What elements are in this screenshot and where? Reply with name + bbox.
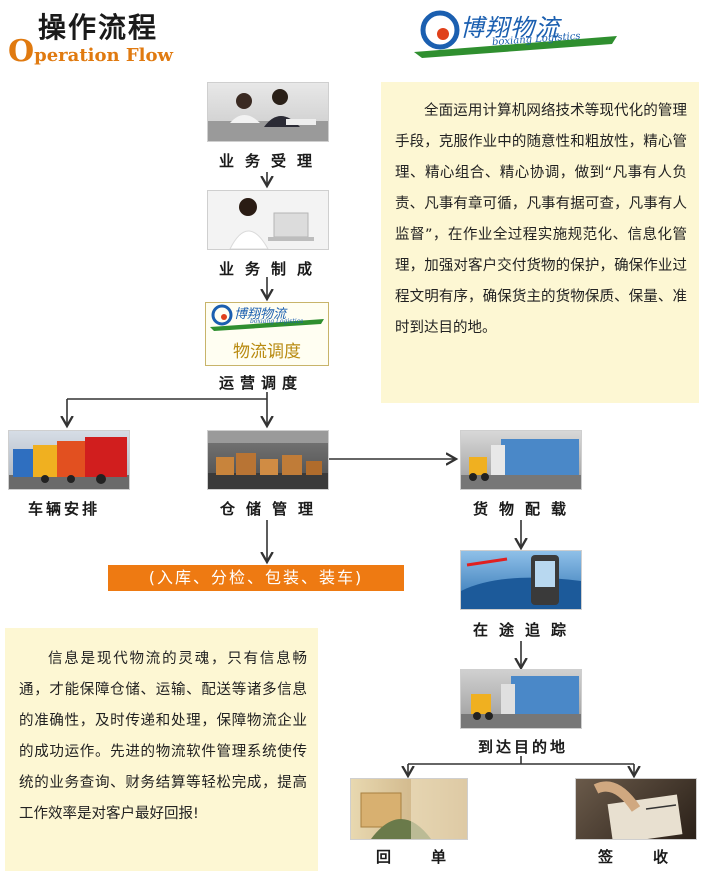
photo-business-make bbox=[207, 190, 329, 250]
card-logo-text: 博翔物流 bbox=[234, 307, 287, 322]
label-business-make: 业务制成 bbox=[219, 260, 324, 278]
photo-arrival bbox=[460, 669, 582, 729]
storage-operations-bar: (入库、分检、包装、装车) bbox=[108, 565, 404, 591]
label-storage: 仓储管理 bbox=[220, 500, 325, 518]
subtitle-initial: O bbox=[8, 34, 35, 69]
label-business-accept: 业务受理 bbox=[219, 152, 324, 170]
photo-vehicle bbox=[8, 430, 130, 490]
card-logo-en-text: boxiang Logistics bbox=[250, 318, 304, 325]
company-logo: 博翔物流 boxiang Logistics bbox=[412, 8, 622, 58]
page-title: 操作流程 bbox=[38, 11, 159, 44]
photo-tracking bbox=[460, 550, 582, 610]
label-vehicle: 车辆安排 bbox=[28, 500, 101, 518]
page-subtitle: Operation Flow bbox=[8, 34, 173, 69]
photo-receipt bbox=[350, 778, 468, 840]
subtitle-rest: peration Flow bbox=[34, 45, 173, 66]
label-dispatch: 运营调度 bbox=[219, 374, 304, 392]
photo-sign bbox=[575, 778, 697, 840]
info-top-text: 全面运用计算机网络技术等现代化的管理手段，克服作业中的随意性和粗放性，精心管理、… bbox=[395, 103, 687, 336]
label-tracking: 在途追踪 bbox=[473, 621, 578, 639]
photo-business-accept bbox=[207, 82, 329, 142]
info-box-top: 全面运用计算机网络技术等现代化的管理手段，克服作业中的随意性和粗放性，精心管理、… bbox=[381, 82, 699, 403]
label-arrival: 到达目的地 bbox=[478, 738, 569, 756]
card-dispatch: 博翔物流 boxiang Logistics 物流调度 bbox=[205, 302, 329, 366]
info-bottom-text: 信息是现代物流的灵魂，只有信息畅通，才能保障仓储、运输、配送等诸多信息的准确性，… bbox=[19, 651, 307, 822]
photo-storage bbox=[207, 430, 329, 490]
card-dispatch-label: 物流调度 bbox=[233, 342, 301, 362]
photo-loading bbox=[460, 430, 582, 490]
label-loading: 货物配载 bbox=[473, 500, 578, 518]
label-receipt: 回单 bbox=[376, 848, 487, 866]
logo-chinese-text: 博翔物流 bbox=[460, 14, 560, 42]
info-box-bottom: 信息是现代物流的灵魂，只有信息畅通，才能保障仓储、运输、配送等诸多信息的准确性，… bbox=[5, 628, 318, 871]
label-sign: 签收 bbox=[598, 848, 705, 866]
